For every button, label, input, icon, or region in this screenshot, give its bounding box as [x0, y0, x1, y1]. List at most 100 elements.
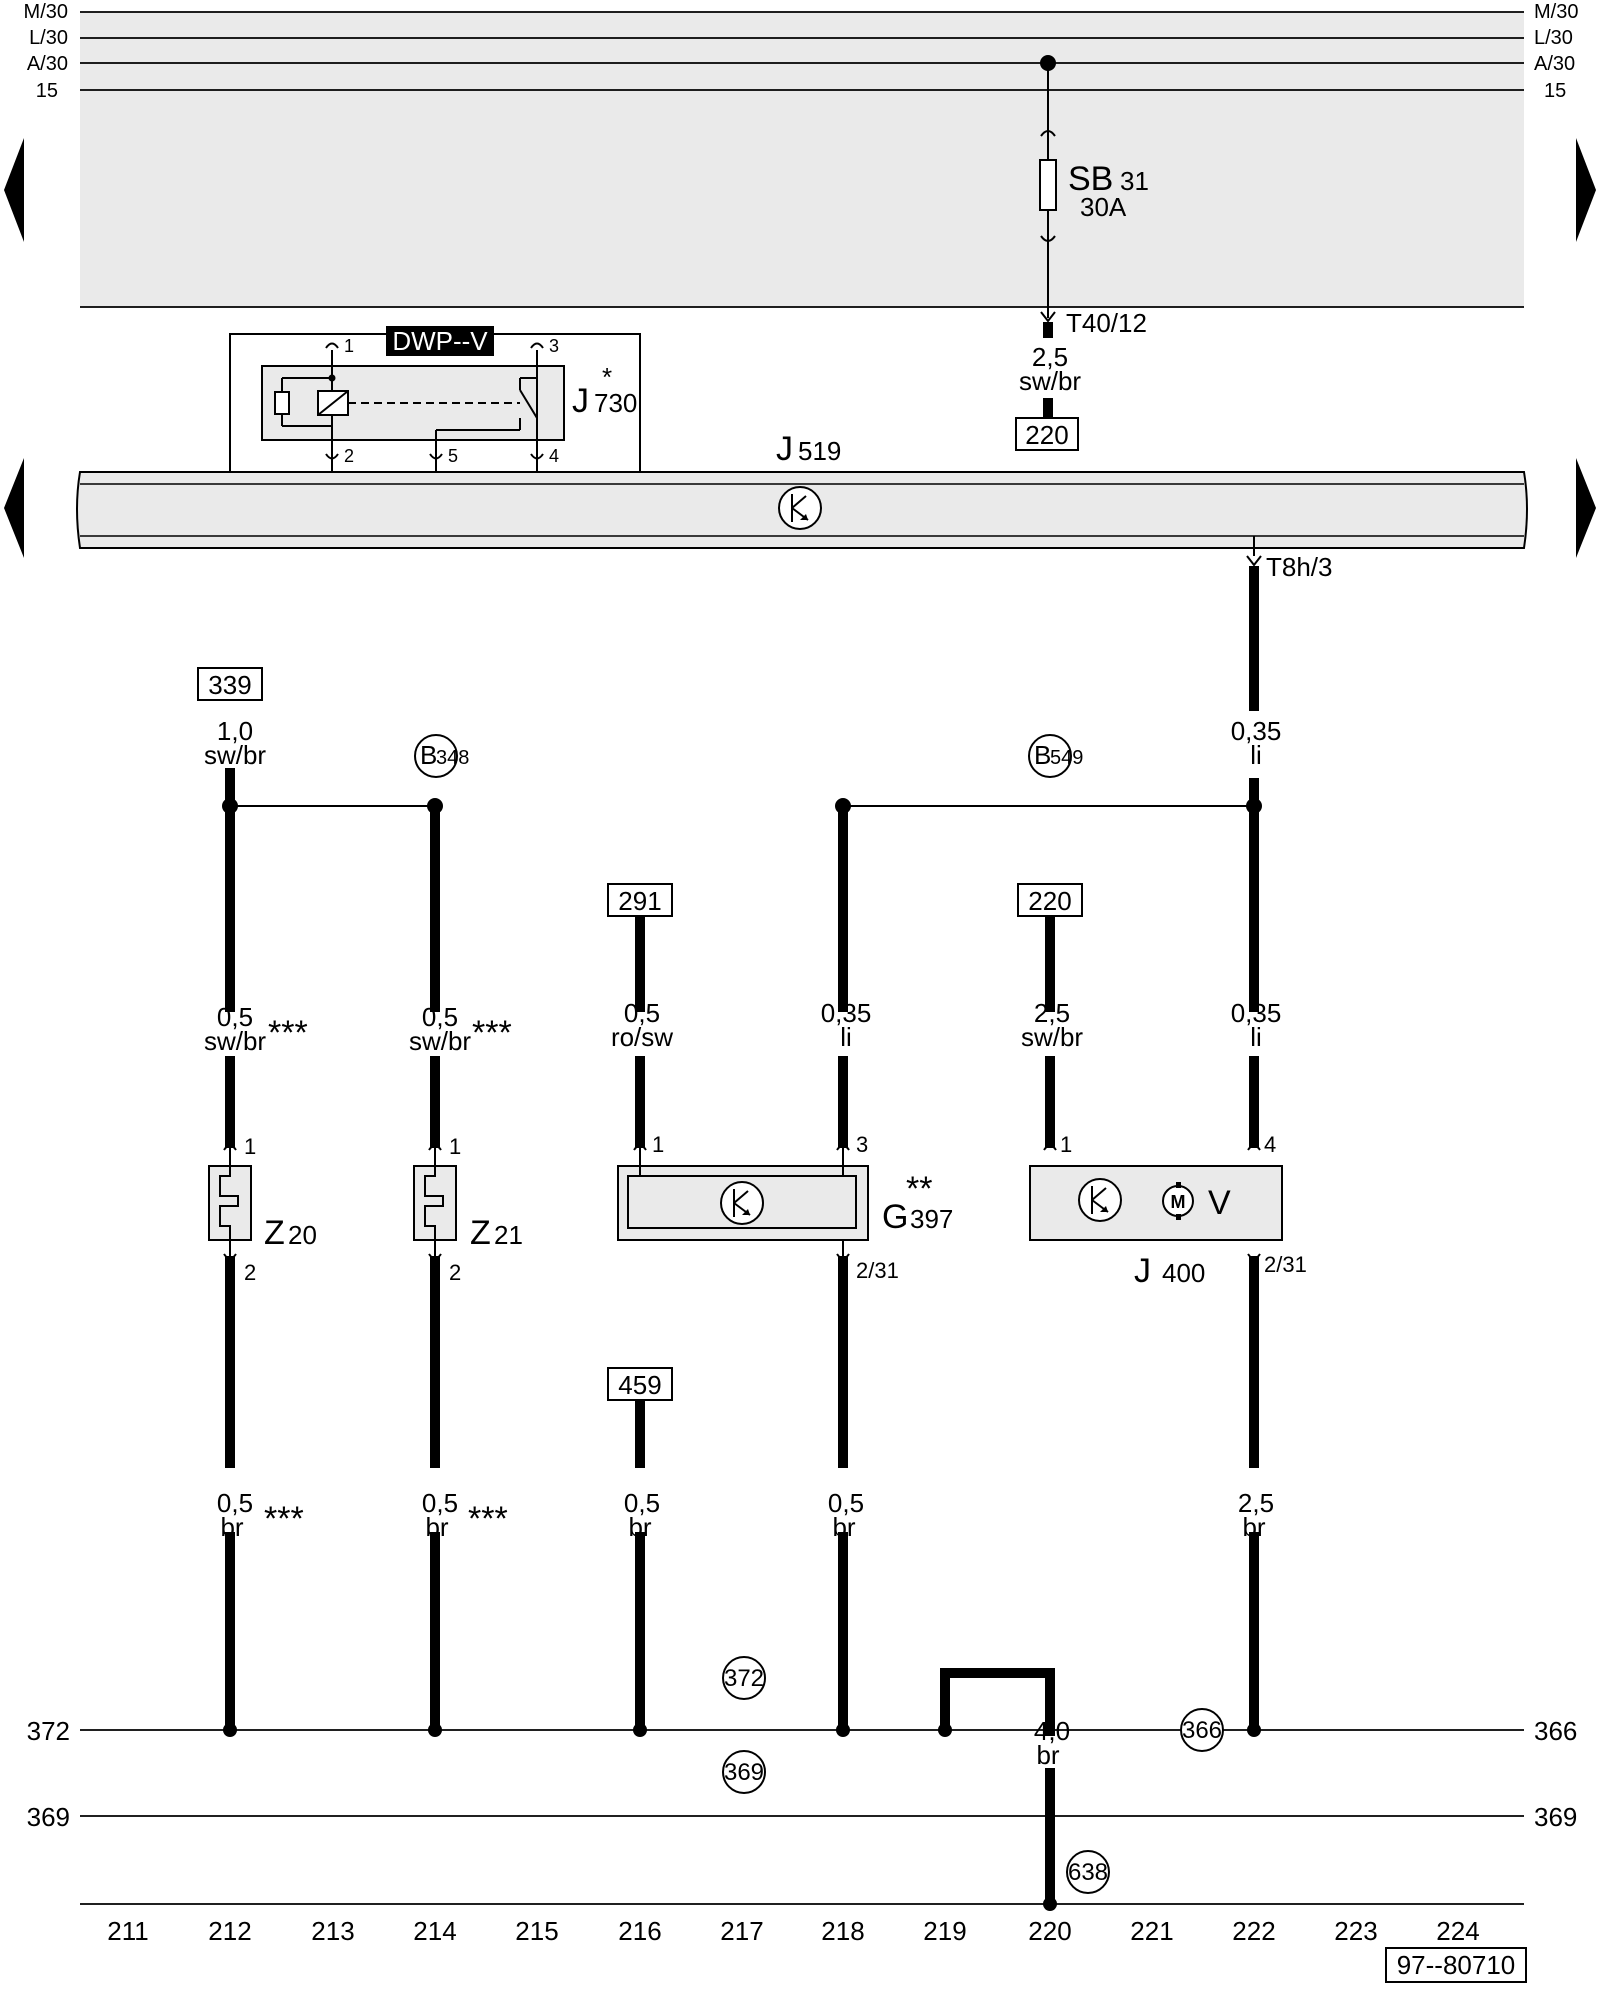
- w214b-gauge: 0,5: [422, 1488, 458, 1518]
- g397-stars: **: [906, 1170, 932, 1208]
- z20-num: 20: [288, 1220, 317, 1250]
- w339-gauge: 1,0: [217, 716, 253, 746]
- nav-left-arrow-mid[interactable]: [4, 458, 24, 558]
- z21-pin-bottom: 2: [449, 1260, 461, 1285]
- ref-box-291-label: 291: [618, 886, 661, 916]
- fuse-num: 31: [1120, 166, 1149, 196]
- rail-label-a30-right: A/30: [1534, 53, 1575, 75]
- circle-ref-366-label: 366: [1182, 1717, 1222, 1744]
- w222a-gauge: 0,35: [1231, 998, 1282, 1028]
- j400-num: 400: [1162, 1258, 1205, 1288]
- j400-v-label: V: [1208, 1184, 1231, 1222]
- wire-top-color: sw/br: [1019, 366, 1081, 396]
- w218a-color: li: [840, 1022, 852, 1052]
- w212a-color: sw/br: [204, 1026, 266, 1056]
- ref-box-459-label: 459: [618, 1370, 661, 1400]
- circle-ref-369-label: 369: [724, 1759, 764, 1786]
- w212a-stars: ***: [268, 1014, 308, 1052]
- w212b-color: br: [220, 1512, 243, 1542]
- relay-internal-node: [328, 374, 336, 382]
- connector-t8h: T8h/3: [1266, 552, 1333, 582]
- top-rails: [80, 11, 1524, 308]
- motor-icon-letter: M: [1171, 1192, 1186, 1212]
- t40-connector-symbol: [1040, 311, 1056, 323]
- motor-icon: [1162, 1182, 1194, 1220]
- rail-372-left-label: 372: [27, 1716, 70, 1746]
- rail-label-a30-left: A/30: [27, 53, 68, 75]
- circle-ref-638: [1066, 1850, 1110, 1894]
- column-223: 223: [1334, 1916, 1377, 1946]
- ref-box-459: [607, 1367, 673, 1401]
- w212a-gauge: 0,5: [217, 1002, 253, 1032]
- column-212: 212: [208, 1916, 251, 1946]
- relay-label-box: [386, 326, 494, 356]
- z21-name: Z: [470, 1214, 491, 1252]
- column-217: 217: [720, 1916, 763, 1946]
- rail-label-m30-right: M/30: [1534, 1, 1578, 23]
- z21-pin-top: 1: [449, 1134, 461, 1159]
- nav-right-arrow-top[interactable]: [1576, 138, 1596, 242]
- fuse-connector-bottom: [1040, 235, 1056, 242]
- column-213: 213: [311, 1916, 354, 1946]
- w214b-color: br: [425, 1512, 448, 1542]
- g397-num: 397: [910, 1204, 953, 1234]
- w218b-gauge: 0,5: [828, 1488, 864, 1518]
- column-214: 214: [413, 1916, 456, 1946]
- w218b-color: br: [832, 1512, 855, 1542]
- wire-stars-upper: *** ***: [268, 1014, 512, 1052]
- w216a-color: ro/sw: [611, 1022, 673, 1052]
- column-221: 221: [1130, 1916, 1173, 1946]
- wire-222top-gauge: 0,35: [1231, 716, 1282, 746]
- w212b-stars: ***: [264, 1500, 304, 1538]
- relay-internals: [274, 350, 538, 456]
- splice-circle-b348: [414, 734, 458, 778]
- b549-letter: B: [1034, 740, 1051, 770]
- thick-wires: [225, 768, 1259, 1904]
- j400-symbol: [1029, 1144, 1283, 1260]
- nav-left-arrow-top[interactable]: [4, 138, 24, 242]
- nav-right-arrow-mid[interactable]: [1576, 458, 1596, 558]
- w222b-color: br: [1242, 1512, 1265, 1542]
- column-218: 218: [821, 1916, 864, 1946]
- j400-pin-4: 4: [1264, 1132, 1276, 1157]
- w339-color: sw/br: [204, 740, 266, 770]
- diagram-id-box: [1385, 1947, 1527, 1983]
- wire-top-thick-upper: [1043, 322, 1053, 338]
- relay-pin-labels: 1 3 2 5 4: [344, 336, 559, 466]
- j400-pin-231: 2/31: [1264, 1252, 1307, 1277]
- connector-t40: T40/12: [1066, 308, 1147, 338]
- rail-label-15-left: 15: [36, 80, 58, 102]
- w220b-color: br: [1036, 1740, 1059, 1770]
- w216b-color: br: [628, 1512, 651, 1542]
- column-222: 222: [1232, 1916, 1275, 1946]
- fuse-sb31-symbol: [1039, 159, 1057, 211]
- wire-222top-color: li: [1250, 740, 1262, 770]
- module-num: 519: [798, 436, 841, 466]
- b549-num: 549: [1050, 747, 1083, 769]
- column-219: 219: [923, 1916, 966, 1946]
- relay-star: *: [602, 362, 612, 392]
- w214a-gauge: 0,5: [422, 1002, 458, 1032]
- rail-label-15-right: 15: [1544, 80, 1566, 102]
- rail-label-m30-left: M/30: [24, 1, 68, 23]
- w220b-gauge: 4,0: [1034, 1716, 1070, 1746]
- circle-ref-372: [722, 1656, 766, 1700]
- w214a-color: sw/br: [409, 1026, 471, 1056]
- fuse-name: SB: [1068, 160, 1113, 198]
- bottom-rails: [80, 1729, 1524, 1905]
- relay-pin-5: 5: [448, 446, 458, 466]
- w220a-gauge: 2,5: [1034, 998, 1070, 1028]
- column-220: 220: [1028, 1916, 1071, 1946]
- g397-pin-1: 1: [652, 1132, 664, 1157]
- w214a-stars: ***: [472, 1014, 512, 1052]
- z20-pin-top: 1: [244, 1134, 256, 1159]
- rail-labels-right: M/30 L/30 A/30 15: [1534, 1, 1578, 102]
- rail-369-left-label: 369: [27, 1802, 70, 1832]
- wire-labels-lower: 0,5 br 0,5 br 0,5 br 0,5 br 2,5 br 4,0 b…: [217, 1488, 1274, 1770]
- relay-num: 730: [594, 388, 637, 418]
- bottom-rail-dots: [223, 1723, 1261, 1911]
- relay-pin-3: 3: [549, 336, 559, 356]
- circle-ref-638-label: 638: [1068, 1859, 1108, 1886]
- g397-pin-3: 3: [856, 1132, 868, 1157]
